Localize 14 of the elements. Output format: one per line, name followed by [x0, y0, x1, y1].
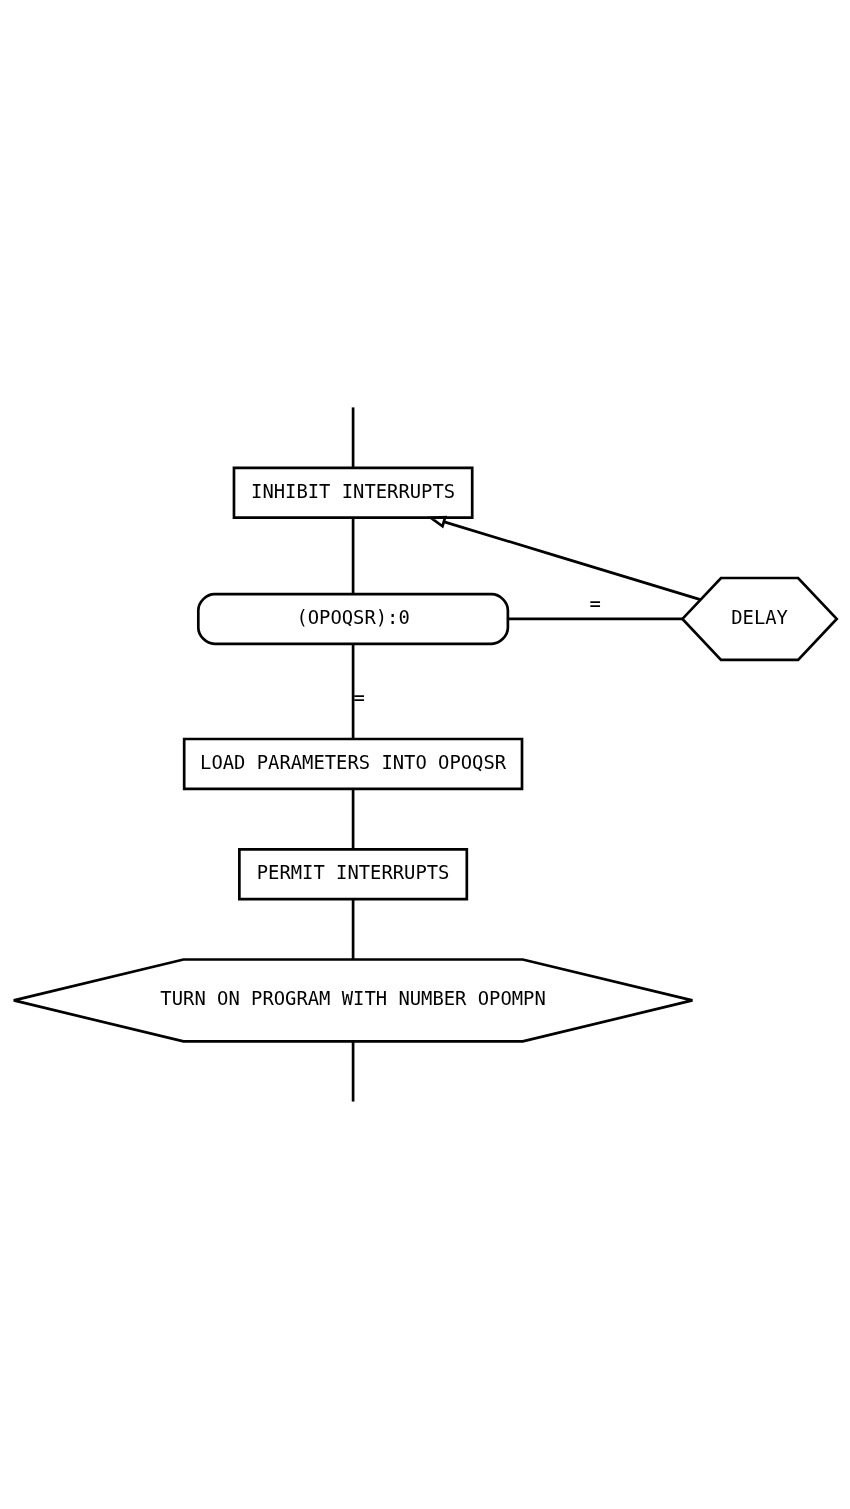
edge-label: = [589, 592, 601, 614]
arrow [427, 515, 701, 601]
connector [351, 517, 355, 594]
connector [351, 789, 355, 850]
connector [351, 899, 355, 960]
connector [507, 617, 683, 621]
connector [351, 407, 355, 468]
node-box: (OPOQSR):0 [196, 592, 510, 646]
connector [351, 1041, 355, 1102]
node-box: LOAD PARAMETERS INTO OPOQSR [182, 737, 524, 791]
node-box: PERMIT INTERRUPTS [238, 848, 469, 901]
connector [351, 644, 355, 739]
node-box: INHIBIT INTERRUPTS [232, 466, 474, 520]
edge-label: = [353, 687, 365, 709]
